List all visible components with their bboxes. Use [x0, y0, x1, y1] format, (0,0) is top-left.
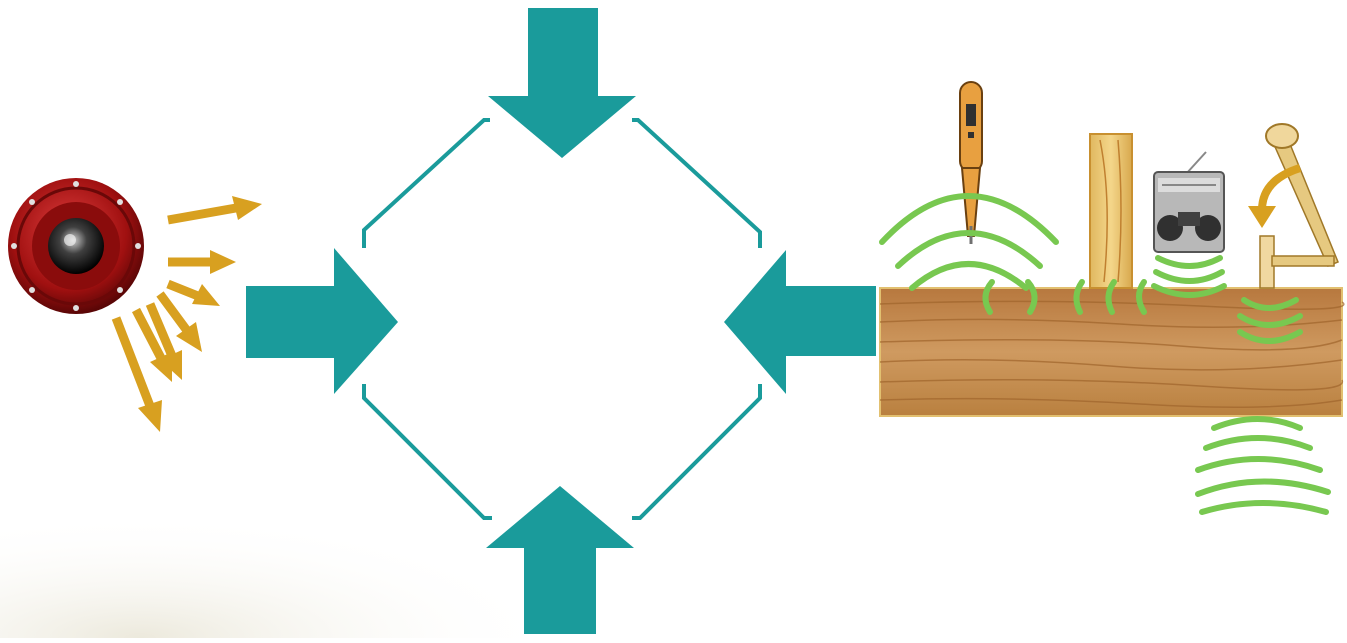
top-arrow — [488, 8, 636, 158]
hammer-icon — [1248, 124, 1338, 288]
thermometer-icon — [960, 82, 982, 244]
wooden-block-icon — [1090, 134, 1132, 288]
radio-icon — [1154, 152, 1224, 252]
right-arrow — [724, 250, 876, 394]
speaker-icon — [8, 178, 144, 314]
left-arrow — [246, 248, 398, 394]
